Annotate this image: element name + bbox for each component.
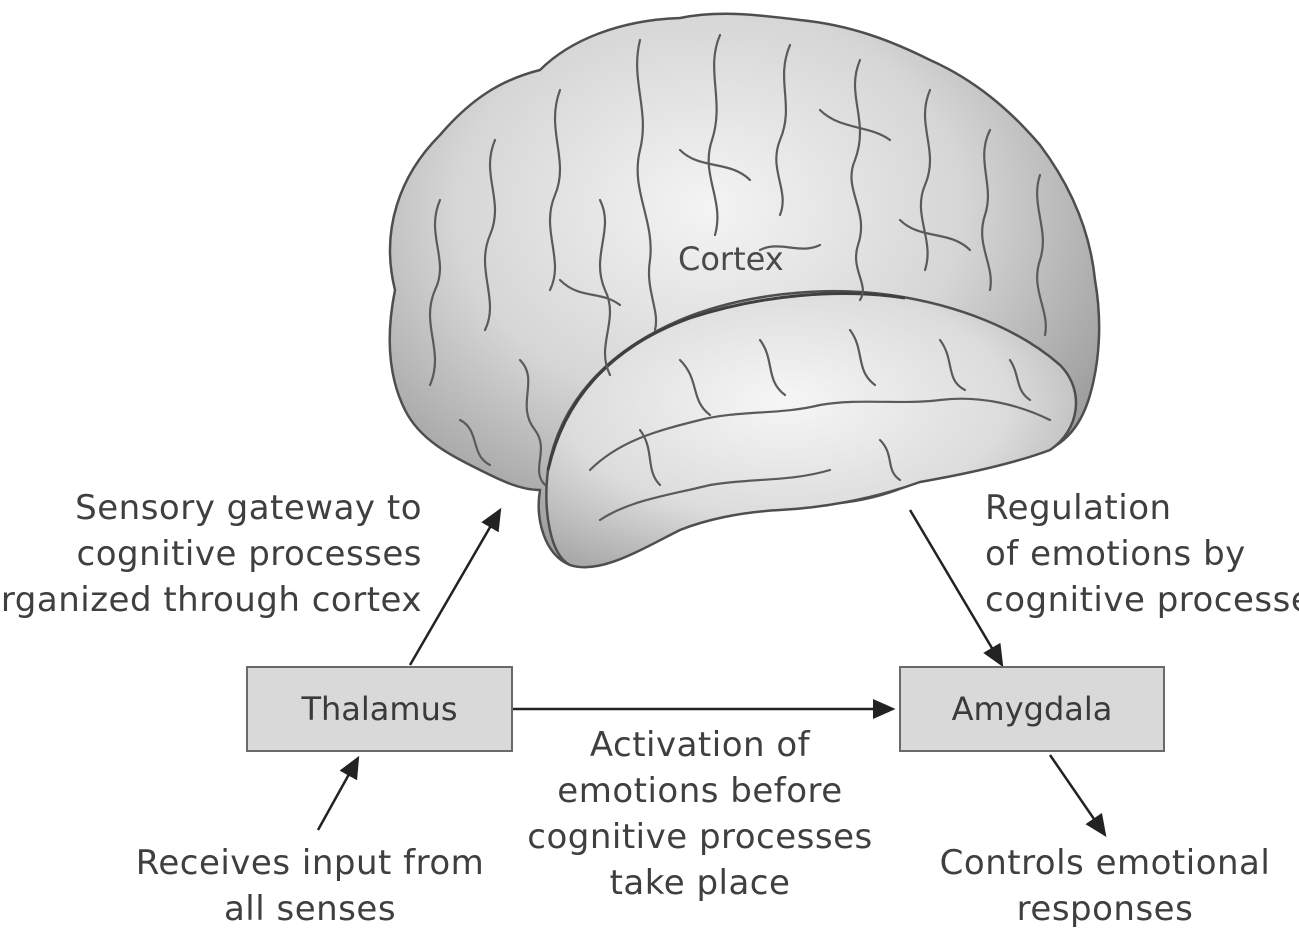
- thalamus-node: Thalamus: [246, 666, 513, 752]
- arrow-cortex-to-amygdala: [908, 509, 1004, 668]
- annotation-line: organized through cortex: [0, 580, 422, 620]
- annotation-line: cognitive processes: [76, 534, 422, 574]
- arrow-amygdala-to-responses: [1048, 754, 1107, 838]
- annotation-line: of emotions by: [985, 534, 1246, 574]
- sensory-gateway-annotation: Sensory gateway to cognitive processes o…: [0, 485, 422, 623]
- annotation-line: Controls emotional: [939, 843, 1271, 883]
- annotation-line: take place: [609, 863, 791, 903]
- annotation-line: Regulation: [985, 488, 1172, 528]
- annotation-line: Sensory gateway to: [75, 488, 422, 528]
- annotation-line: Activation of: [589, 725, 811, 765]
- annotation-line: emotions before: [557, 771, 843, 811]
- amygdala-node: Amygdala: [899, 666, 1165, 752]
- activation-annotation: Activation of emotions before cognitive …: [520, 722, 880, 906]
- brain-illustration: [388, 12, 1101, 569]
- lateral-fissure: [546, 292, 906, 471]
- cortex-label: Cortex: [678, 240, 784, 278]
- arrow-thalamus-to-cortex: [408, 507, 502, 666]
- arrow-senses-to-thalamus: [316, 755, 360, 831]
- amygdala-label: Amygdala: [951, 690, 1113, 728]
- annotation-line: responses: [1016, 889, 1194, 929]
- annotation-line: all senses: [223, 889, 397, 929]
- arrows: [316, 507, 1107, 838]
- sulci: [428, 33, 1052, 522]
- temporal-lobe: [545, 289, 1078, 569]
- controls-annotation: Controls emotional responses: [925, 840, 1285, 932]
- receives-input-annotation: Receives input from all senses: [130, 840, 490, 932]
- thalamus-label: Thalamus: [301, 690, 458, 728]
- annotation-line: Receives input from: [135, 843, 485, 883]
- annotation-line: cognitive processes: [527, 817, 873, 857]
- annotation-line: cognitive processes: [985, 580, 1299, 620]
- regulation-annotation: Regulation of emotions by cognitive proc…: [985, 485, 1299, 623]
